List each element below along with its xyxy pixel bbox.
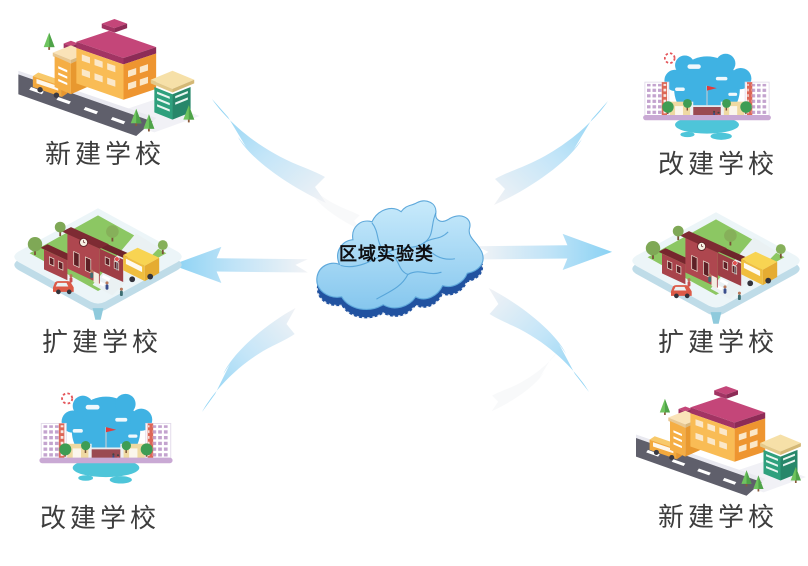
arrow-to-bottom-left bbox=[202, 308, 296, 412]
node-label-bottom-right: 新建学校 bbox=[658, 502, 779, 532]
arrow-to-top-right bbox=[494, 101, 608, 205]
renovated-school-illustration bbox=[642, 52, 772, 141]
expanded-school-illustration bbox=[631, 211, 801, 325]
node-label-top-left: 新建学校 bbox=[45, 139, 166, 169]
new-school-illustration bbox=[636, 386, 806, 496]
expanded-school-illustration bbox=[13, 207, 183, 321]
node-top-left: 新建学校 bbox=[18, 0, 208, 180]
node-middle-left: 扩建学校 bbox=[8, 192, 198, 367]
arrow-to-top-left bbox=[212, 99, 326, 203]
node-label-top-right: 改建学校 bbox=[658, 149, 779, 179]
node-middle-right: 扩建学校 bbox=[626, 194, 808, 369]
node-label-bottom-left: 改建学校 bbox=[40, 503, 161, 533]
arrow-to-middle-right bbox=[476, 233, 613, 270]
node-label-middle-right: 扩建学校 bbox=[658, 327, 779, 357]
node-top-right: 改建学校 bbox=[630, 48, 795, 193]
node-label-middle-left: 扩建学校 bbox=[42, 327, 163, 357]
new-school-illustration bbox=[18, 19, 200, 136]
node-bottom-left: 改建学校 bbox=[30, 388, 195, 543]
center-label: 区域实验类 bbox=[339, 244, 434, 264]
node-bottom-right: 新建学校 bbox=[636, 368, 808, 543]
renovated-school-illustration bbox=[38, 392, 174, 485]
